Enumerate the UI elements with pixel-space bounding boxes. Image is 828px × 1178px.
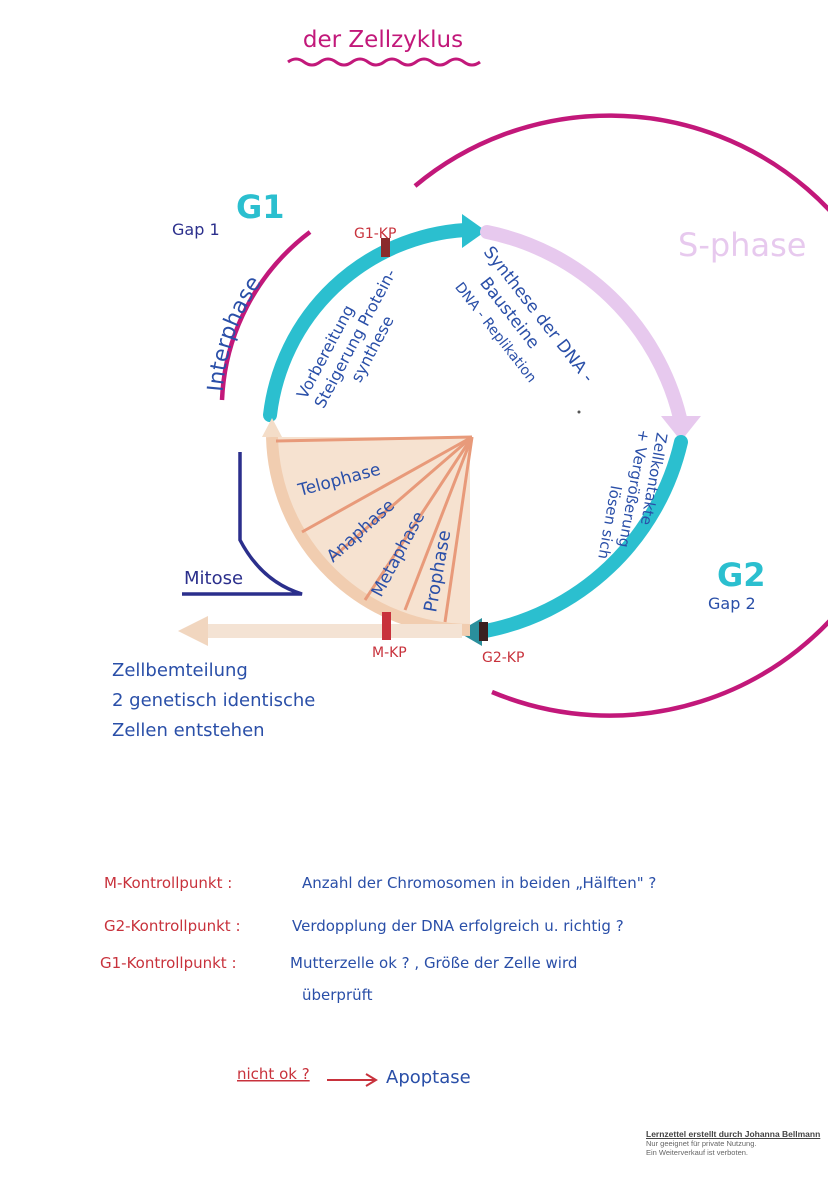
s-phase-label: S-phase — [678, 226, 806, 264]
division-line-1: Zellbemteilung — [112, 660, 248, 681]
mitosis-sector — [272, 437, 470, 630]
division-description: Zellbemteilung 2 genetisch identische Ze… — [112, 660, 315, 741]
footer-line-1: Lernzettel erstellt durch Johanna Bellma… — [646, 1129, 821, 1139]
legend-text-g2: Verdopplung der DNA erfolgreich u. richt… — [292, 917, 624, 935]
g2-sub-label: Gap 2 — [708, 594, 756, 613]
m-checkpoint-marker — [382, 612, 391, 640]
g2-checkpoint-label: G2-KP — [482, 650, 524, 666]
g1-arrowhead — [462, 214, 486, 248]
division-arrowhead — [178, 616, 208, 646]
g1-checkpoint-marker — [381, 238, 390, 257]
g2-arc — [473, 435, 688, 639]
mitose-bracket — [182, 452, 303, 596]
g1-description: Vorbereitung Steigerung Protein- synthes… — [293, 266, 400, 412]
mitosis-fan-lines — [275, 435, 474, 623]
title-underline — [287, 57, 481, 67]
s-phase-arrowhead — [661, 416, 701, 441]
stray-dot — [577, 410, 581, 414]
g2-label: G2 — [717, 556, 766, 594]
apoptosis-condition: nicht ok ? — [237, 1065, 310, 1083]
apoptosis-arrowhead — [365, 1073, 378, 1087]
interphase-text: Interphase — [204, 272, 267, 393]
footer-line-3: Ein Weiterverkauf ist verboten. — [646, 1148, 748, 1157]
cell-cycle-outer-arc — [413, 113, 828, 718]
division-arrow-shaft — [200, 624, 462, 638]
g1-arc — [263, 223, 472, 422]
interphase-arc — [219, 230, 312, 401]
division-line-2: 2 genetisch identische — [112, 690, 315, 711]
legend-text-g1-cont: überprüft — [302, 986, 373, 1004]
legend-text-m: Anzahl der Chromosomen in beiden „Hälfte… — [302, 874, 656, 892]
checkpoint-legend: M-Kontrollpunkt : Anzahl der Chromosomen… — [100, 874, 656, 1004]
g1-sub-label: Gap 1 — [172, 220, 220, 239]
legend-key-m: M-Kontrollpunkt : — [104, 874, 232, 892]
legend-key-g2: G2-Kontrollpunkt : — [104, 917, 241, 935]
division-line-3: Zellen entstehen — [112, 720, 265, 741]
footer-credit: Lernzettel erstellt durch Johanna Bellma… — [646, 1129, 822, 1157]
legend-text-g1: Mutterzelle ok ? , Größe der Zelle wird — [290, 954, 577, 972]
footer-line-2: Nur geeignet für private Nutzung. — [646, 1139, 757, 1148]
m-checkpoint-label: M-KP — [372, 645, 407, 661]
g2-checkpoint-marker — [479, 622, 488, 641]
g2-description: Zellkontakte + Vergrößerung lösen sich — [594, 428, 671, 560]
s-phase-arc — [480, 225, 687, 425]
g1-checkpoint-label: G1-KP — [354, 226, 396, 242]
mitosis-top-arrowhead — [262, 418, 282, 437]
mitose-label: Mitose — [184, 568, 243, 589]
legend-key-g1: G1-Kontrollpunkt : — [100, 954, 237, 972]
interphase-label: Interphase — [204, 272, 267, 393]
apoptosis-result: Apoptase — [386, 1067, 471, 1088]
page-title: der Zellzyklus — [303, 27, 463, 53]
g1-label: G1 — [236, 188, 285, 226]
